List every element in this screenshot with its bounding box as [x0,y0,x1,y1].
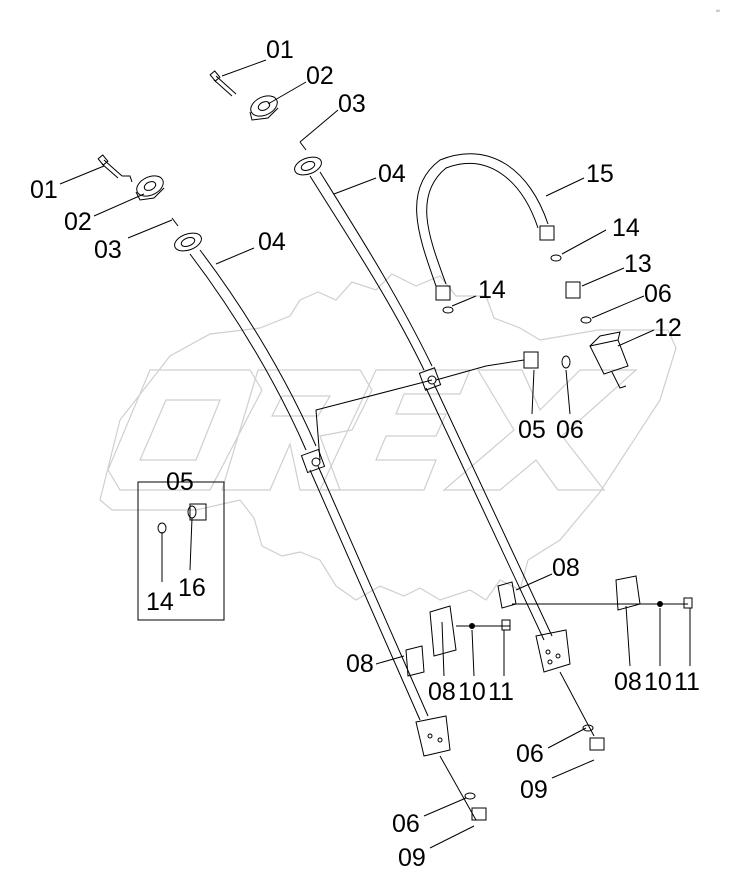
callout-04-left: 04 [258,228,286,256]
callout-02-upper: 02 [306,62,334,90]
callout-08-center: 08 [428,678,456,706]
callout-15: 15 [586,160,614,188]
callout-06-upper: 06 [644,280,672,308]
callout-06-lower-left: 06 [392,810,420,838]
callout-14-box: 14 [146,588,174,616]
callout-03-left: 03 [94,236,122,264]
callout-09-lower-right: 09 [520,776,548,804]
leader-lines [59,59,691,849]
callout-11-center: 11 [488,678,514,706]
corner-mark: ₩ [716,8,720,13]
inset-box-05 [137,481,225,621]
callout-16-box: 16 [178,574,206,602]
callout-labels: 01 02 03 04 01 02 03 04 15 14 13 14 06 1… [30,36,700,872]
callout-13: 13 [624,250,652,278]
callout-01-left: 01 [30,176,58,204]
bolt-01-upper [209,70,237,97]
callout-09-lower-left: 09 [398,844,426,872]
washer-02-upper [249,95,279,121]
callout-06-lower-right: 06 [516,740,544,768]
callout-04-upper: 04 [378,160,406,188]
callout-06-mid: 06 [556,416,584,444]
bracket-08-center [405,605,511,677]
tube-04-left [174,232,477,821]
callout-05-mid: 05 [518,416,546,444]
callout-02-left: 02 [64,208,92,236]
callout-14-upper: 14 [612,214,640,242]
callout-12: 12 [654,314,682,342]
bolt-01-left [97,154,133,183]
callout-14-mid: 14 [478,276,506,304]
tube-04-right [294,156,595,737]
callout-01-upper: 01 [266,36,294,64]
callout-08-center-left: 08 [346,650,374,678]
valve-12 [589,331,629,389]
orex-watermark [99,273,677,601]
callout-08-right-top: 08 [552,554,580,582]
callout-08-right: 08 [614,668,642,696]
callout-11-right: 11 [674,668,700,696]
parts-line-art [97,70,693,821]
callout-05-box: 05 [166,468,194,496]
hose-15 [416,153,555,301]
callout-10-right: 10 [644,668,672,696]
bracket-08-right [497,575,693,611]
callout-10-center: 10 [458,678,486,706]
callout-03-upper: 03 [338,90,366,118]
washer-02-left [135,175,165,201]
